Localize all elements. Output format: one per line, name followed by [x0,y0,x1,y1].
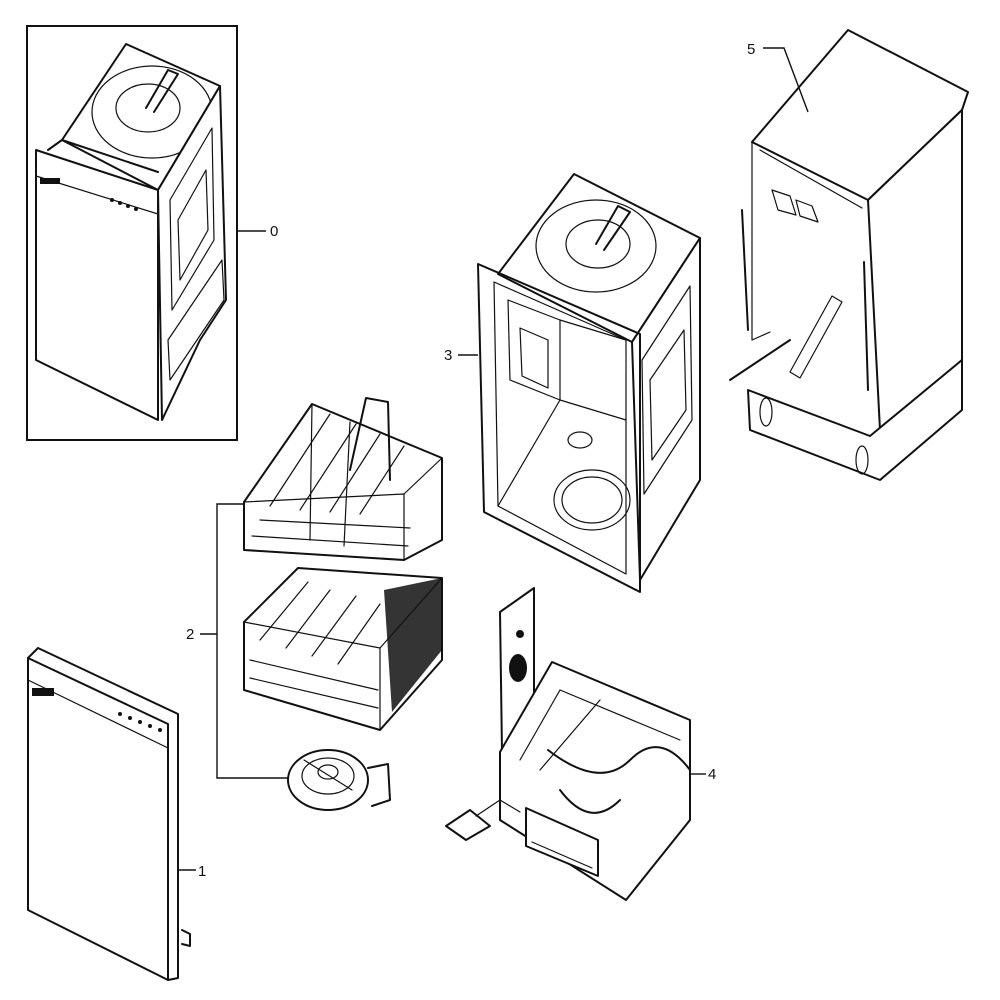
part-3-tub: 3 [444,173,701,593]
callout-3: 3 [444,347,452,364]
spray-arm [287,749,391,811]
part-4-base: 4 [445,587,716,901]
part-1-door: 1 [27,647,206,981]
part-0-dishwasher-assembly: 0 [26,25,278,441]
part-2-racks: 2 [186,397,443,811]
callout-2: 2 [186,626,194,643]
assembly-frame [26,25,238,441]
callout-1: 1 [198,863,206,880]
callout-5: 5 [747,41,755,58]
part-5-outer-cabinet: 5 [729,29,969,481]
callout-4: 4 [708,766,716,783]
callout-0: 0 [270,223,278,240]
